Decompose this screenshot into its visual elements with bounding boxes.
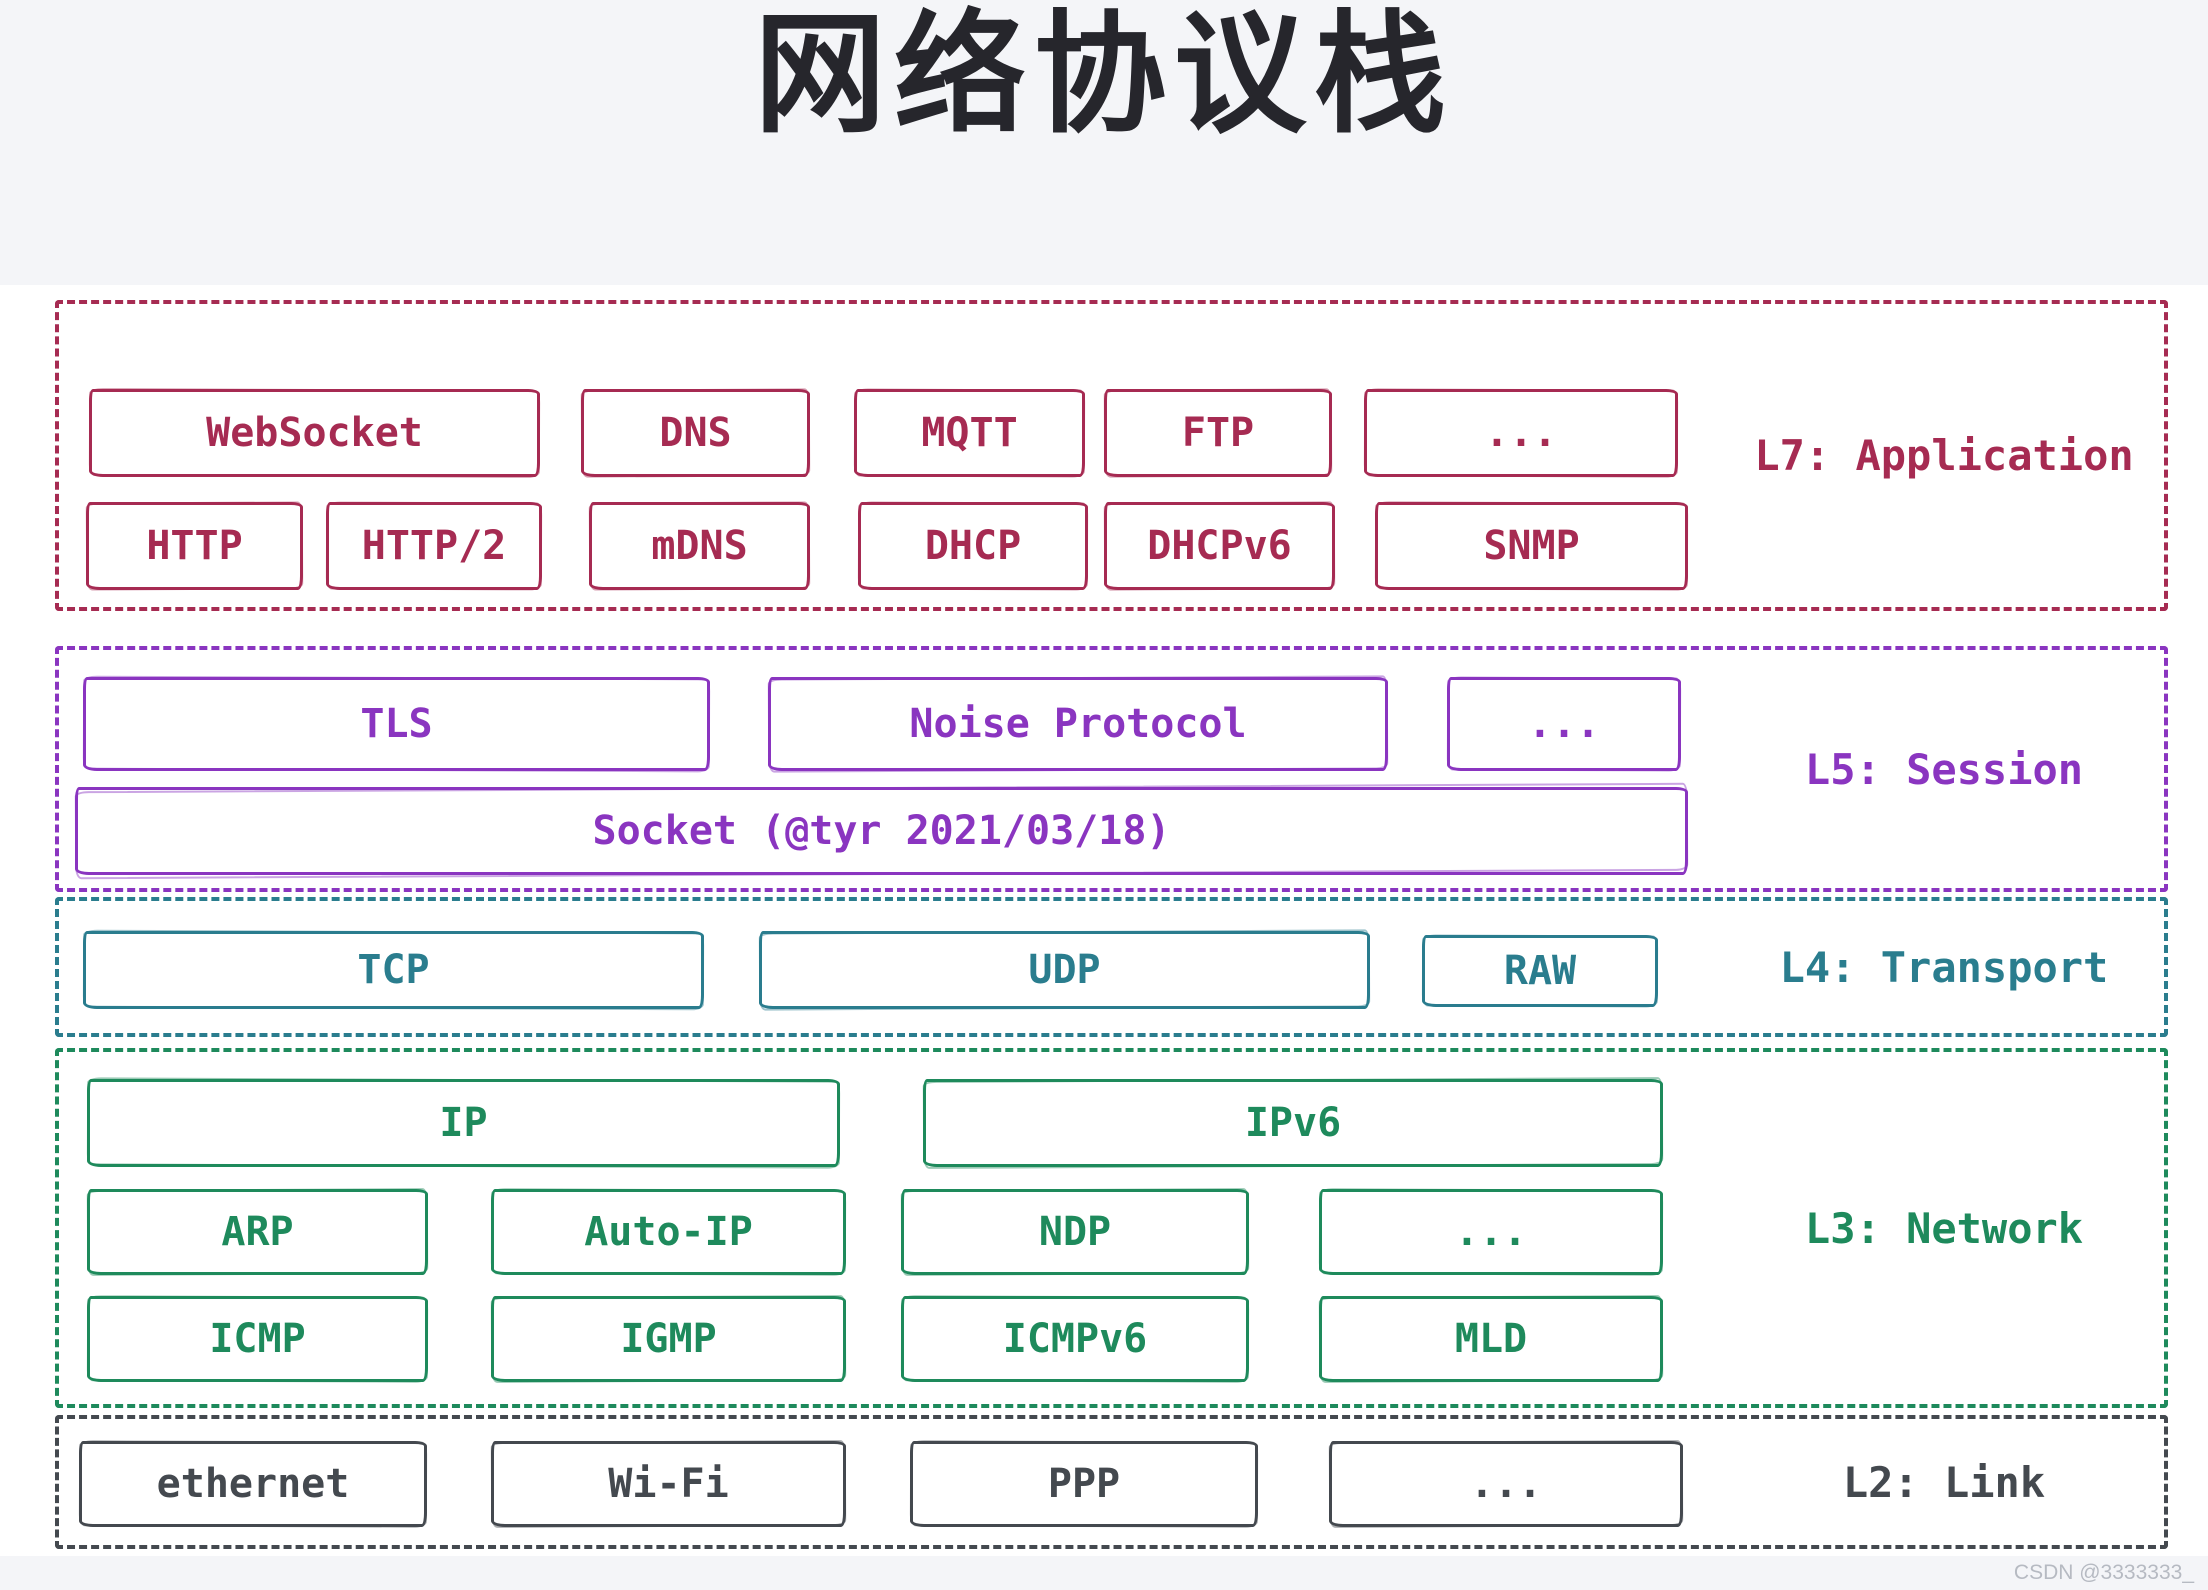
protocol-box-http2: HTTP/2	[326, 502, 542, 590]
protocol-box-tls: TLS	[83, 677, 710, 771]
protocol-box-icmp: ICMP	[87, 1296, 428, 1382]
protocol-box-autoip: Auto-IP	[491, 1189, 846, 1275]
protocol-box-more-l7: ...	[1364, 389, 1678, 477]
protocol-box-dhcpv6: DHCPv6	[1104, 502, 1335, 590]
layer-label-l7: L7: Application	[1754, 431, 2134, 480]
watermark: CSDN @3333333_	[2013, 1561, 2194, 1584]
watermark-band: CSDN @3333333_	[0, 1556, 2208, 1590]
protocol-box-more-l2: ...	[1329, 1441, 1683, 1527]
protocol-box-mdns: mDNS	[589, 502, 810, 590]
protocol-box-raw: RAW	[1422, 935, 1658, 1007]
protocol-box-wifi: Wi-Fi	[491, 1441, 846, 1527]
protocol-box-snmp: SNMP	[1375, 502, 1688, 590]
layer-label-l4: L4: Transport	[1779, 942, 2109, 992]
protocol-box-socket: Socket (@tyr 2021/03/18)	[75, 787, 1688, 875]
protocol-box-ipv6: IPv6	[923, 1079, 1663, 1167]
layer-label-l5: L5: Session	[1804, 744, 2084, 794]
layer-label-l3: L3: Network	[1804, 1203, 2084, 1253]
protocol-box-igmp: IGMP	[491, 1296, 846, 1382]
protocol-box-ppp: PPP	[910, 1441, 1258, 1527]
protocol-box-http: HTTP	[86, 502, 303, 590]
protocol-box-icmpv6: ICMPv6	[901, 1296, 1249, 1382]
protocol-box-dhcp: DHCP	[858, 502, 1088, 590]
protocol-box-noise: Noise Protocol	[768, 677, 1388, 771]
protocol-box-mld: MLD	[1319, 1296, 1663, 1382]
layer-l3-network: IP IPv6 ARP Auto-IP NDP ... ICMP IGMP IC…	[55, 1048, 2168, 1408]
protocol-box-mqtt: MQTT	[854, 389, 1085, 477]
protocol-box-ethernet: ethernet	[79, 1441, 427, 1527]
protocol-box-dns: DNS	[581, 389, 810, 477]
layer-label-l2: L2: Link	[1842, 1457, 2046, 1507]
layer-l2-link: ethernet Wi-Fi PPP ... L2: Link	[55, 1415, 2168, 1549]
protocol-box-ftp: FTP	[1104, 389, 1332, 477]
page-title: 网络协议栈	[754, 1, 1454, 148]
layer-l7-application: WebSocket DNS MQTT FTP ... HTTP HTTP/2 m…	[55, 300, 2168, 611]
protocol-box-udp: UDP	[759, 931, 1370, 1009]
protocol-box-arp: ARP	[87, 1189, 428, 1275]
protocol-box-more-l3: ...	[1319, 1189, 1663, 1275]
layer-l4-transport: TCP UDP RAW L4: Transport	[55, 897, 2168, 1037]
protocol-box-tcp: TCP	[83, 931, 704, 1009]
layer-l5-session: TLS Noise Protocol ... Socket (@tyr 2021…	[55, 646, 2168, 892]
protocol-box-more-l5: ...	[1447, 677, 1681, 771]
protocol-box-ip: IP	[87, 1079, 840, 1167]
protocol-box-websocket: WebSocket	[89, 389, 540, 477]
protocol-box-ndp: NDP	[901, 1189, 1249, 1275]
